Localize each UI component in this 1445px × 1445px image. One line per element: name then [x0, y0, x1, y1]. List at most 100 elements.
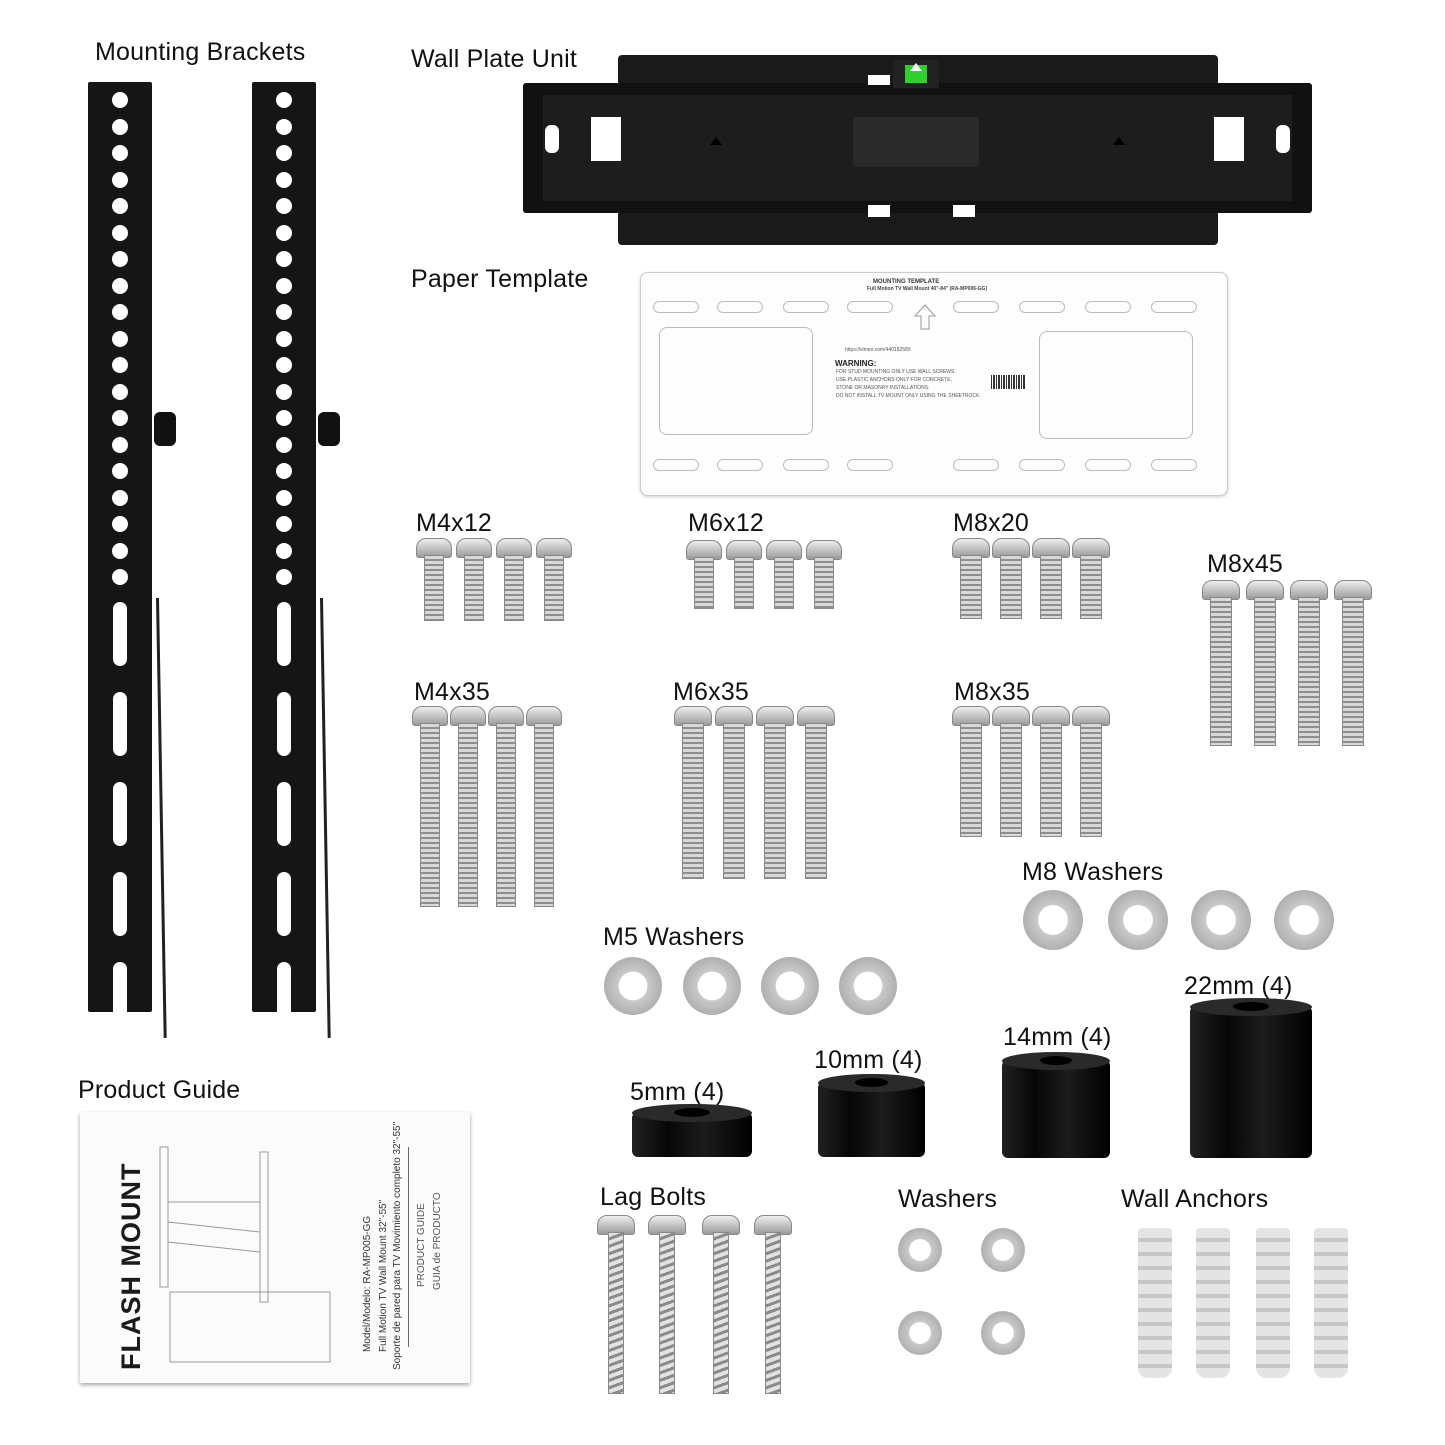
label-m8-washers: M8 Washers: [1022, 858, 1164, 886]
label-m8x20: M8x20: [953, 509, 1030, 537]
template-slot: [653, 459, 699, 471]
bracket-hole: [276, 330, 292, 347]
template-slot: [1019, 301, 1065, 313]
bracket-hole: [276, 92, 292, 108]
template-slot: [1151, 301, 1197, 313]
bracket: [88, 82, 152, 1026]
template-slot: [653, 301, 699, 313]
paper-template: MOUNTING TEMPLATE Full Motion TV Wall Mo…: [640, 272, 1228, 496]
label-m4x35: M4x35: [414, 678, 491, 706]
bracket-slot: [277, 782, 291, 846]
lag-bolt-shaft: [608, 1232, 624, 1394]
bracket-slot: [113, 872, 127, 936]
bracket-hole: [112, 516, 128, 532]
screw-shaft: [1342, 597, 1364, 746]
screw-shaft: [544, 555, 564, 621]
label-spacer-14mm: 14mm (4): [1003, 1023, 1112, 1051]
screw-shaft: [960, 555, 982, 619]
m5-washer: [604, 957, 662, 1015]
screw-shaft: [1254, 597, 1276, 746]
screw: [756, 706, 794, 879]
spacer-5mm: [632, 1104, 752, 1157]
bracket-hole: [112, 463, 128, 479]
template-slot: [953, 301, 999, 313]
screw-shaft: [774, 557, 794, 609]
bracket-knob: [154, 412, 176, 446]
bracket-hole: [112, 145, 128, 161]
bracket-slot: [277, 602, 291, 666]
screw: [1290, 580, 1328, 746]
bracket-strap: [320, 597, 331, 1038]
barcode: [991, 375, 1025, 389]
spacer-hole: [1190, 998, 1312, 1016]
template-slot: [1019, 459, 1065, 471]
screw: [992, 706, 1030, 837]
bracket-hole: [276, 410, 292, 426]
wall-anchor: [1138, 1228, 1172, 1378]
screw: [536, 538, 572, 621]
screw-shaft: [504, 555, 524, 621]
washer: [898, 1311, 942, 1355]
screw-shaft: [464, 555, 484, 621]
wall-anchor: [1256, 1228, 1290, 1378]
m8-washer: [1108, 890, 1168, 950]
template-title: MOUNTING TEMPLATE: [873, 279, 940, 285]
wall-anchor: [1196, 1228, 1230, 1378]
lag-bolt: [702, 1215, 740, 1397]
bracket-hole: [112, 542, 128, 559]
product-guide: FLASH MOUNT Model/Modelo: RA-MP005-GG Fu…: [80, 1112, 470, 1383]
screw: [488, 706, 524, 907]
spacer-14mm: [1002, 1052, 1110, 1158]
screw: [456, 538, 492, 621]
level-bubble: [905, 65, 927, 83]
m5-washer: [839, 957, 897, 1015]
bracket-hole: [276, 463, 292, 479]
bracket-hole: [276, 436, 292, 453]
label-product-guide: Product Guide: [78, 1076, 241, 1104]
screw-shaft: [1080, 555, 1102, 619]
bracket-strap: [156, 597, 167, 1038]
mount-illustration: [159, 1146, 331, 1363]
screw: [450, 706, 486, 907]
spacer-hole: [632, 1104, 752, 1122]
bracket-hole: [276, 516, 292, 532]
screw: [806, 540, 842, 609]
m8-washer: [1274, 890, 1334, 950]
warning-line: FOR STUD MOUNTING ONLY USE WALL SCREWS.: [836, 369, 956, 375]
screw: [952, 538, 990, 619]
washer: [898, 1228, 942, 1272]
bracket-hole: [112, 171, 128, 188]
bracket-hole: [112, 277, 128, 294]
screw: [1032, 538, 1070, 619]
label-wall-plate-unit: Wall Plate Unit: [411, 45, 578, 73]
bracket-knob: [318, 412, 340, 446]
washer: [981, 1311, 1025, 1355]
screw-shaft: [723, 723, 745, 879]
bracket-hole: [276, 357, 292, 373]
bracket-hole: [112, 251, 128, 267]
bracket-hole: [112, 330, 128, 347]
bracket-hole: [276, 277, 292, 294]
screw: [1246, 580, 1284, 746]
warning-line: DO NOT INSTALL TV MOUNT ONLY USING THE S…: [836, 393, 981, 399]
label-m4x12: M4x12: [416, 509, 493, 537]
screw-shaft: [1080, 723, 1102, 837]
label-paper-template: Paper Template: [411, 265, 589, 293]
bracket-hole: [112, 383, 128, 400]
bracket-hole: [112, 410, 128, 426]
screw: [674, 706, 712, 879]
screw: [496, 538, 532, 621]
bracket-hole: [276, 569, 292, 585]
screw: [952, 706, 990, 837]
bracket: [252, 82, 316, 1026]
bracket-slot: [113, 602, 127, 666]
guide-title-en: PRODUCT GUIDE: [416, 1203, 427, 1287]
bracket-hole: [112, 118, 128, 135]
screw: [1334, 580, 1372, 746]
m5-washer: [761, 957, 819, 1015]
screw-shaft: [960, 723, 982, 837]
screw: [412, 706, 448, 907]
template-url: https://vimeo.com/440182589: [845, 347, 911, 353]
template-slot: [717, 459, 763, 471]
screw-shaft: [1000, 723, 1022, 837]
